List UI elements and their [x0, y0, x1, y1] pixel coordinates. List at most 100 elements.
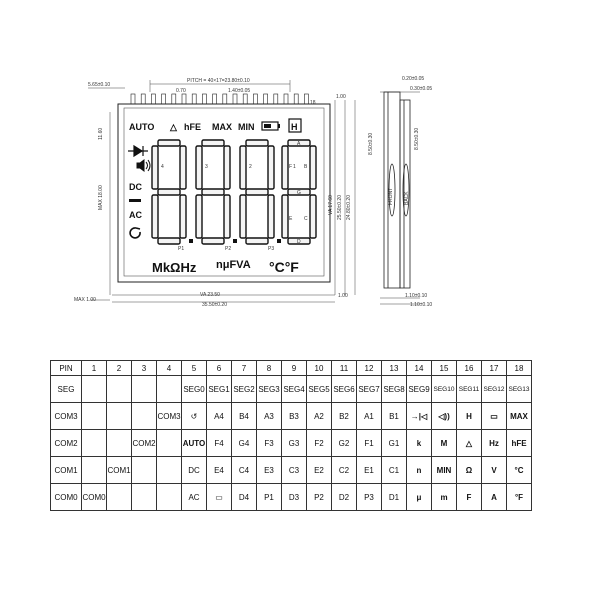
- lcd-pin: [161, 93, 166, 105]
- table-cell: [81, 456, 107, 484]
- digit-segment: [201, 139, 225, 147]
- table-cell: ↺: [181, 402, 207, 430]
- table-cell: Hz: [481, 429, 507, 457]
- table-cell: P2: [306, 483, 332, 511]
- table-cell: P1: [256, 483, 282, 511]
- lcd-pin: [130, 93, 136, 105]
- dim-thickness-b: 0.30±0.05: [410, 86, 432, 92]
- table-header-cell: 3: [131, 360, 157, 376]
- digit-segment: [179, 194, 187, 239]
- table-row-header: SEG: [50, 375, 82, 403]
- digit-segment: [267, 145, 275, 190]
- decimal-point: [233, 239, 237, 243]
- table-cell: COM3: [156, 402, 182, 430]
- table-cell: [131, 402, 157, 430]
- table-row-header: COM0: [50, 483, 82, 511]
- digit-number: 4: [161, 164, 164, 170]
- table-header-cell: 8: [256, 360, 282, 376]
- digit-segment: [309, 145, 317, 190]
- table-cell: [131, 483, 157, 511]
- table-cell: °F: [506, 483, 532, 511]
- digit-segment: [245, 139, 269, 147]
- table-cell: C1: [381, 456, 407, 484]
- lcd-pin: [171, 93, 177, 105]
- table-cell: SEG1: [206, 375, 232, 403]
- table-cell: [156, 375, 182, 403]
- lcd-pin: [202, 93, 207, 105]
- hold-icon: H: [288, 118, 302, 133]
- buzzer-icon: [136, 159, 151, 172]
- table-cell: F3: [256, 429, 282, 457]
- dim-total-width: 35.50±0.20: [202, 302, 227, 308]
- segment-letter: A: [297, 141, 301, 147]
- table-header-cell: 10: [306, 360, 332, 376]
- decimal-point: [189, 239, 193, 243]
- delta-annunciator: △: [169, 122, 178, 132]
- table-cell: B1: [381, 402, 407, 430]
- digit-number: 2: [249, 164, 252, 170]
- dimension-lines: [88, 80, 420, 305]
- table-cell: M: [431, 429, 457, 457]
- dim-top-left: 5.65±0.10: [88, 82, 110, 88]
- table-cell: [131, 456, 157, 484]
- table-header-cell: 2: [106, 360, 132, 376]
- decimal-p1-label: P1: [178, 246, 184, 252]
- table-cell: G1: [381, 429, 407, 457]
- lcd-pin: [140, 93, 146, 105]
- battery-icon: [261, 121, 280, 131]
- digit-segment: [287, 139, 311, 147]
- table-header-cell: 1: [81, 360, 107, 376]
- side-view: [383, 91, 411, 289]
- digit-segment: [287, 188, 311, 196]
- table-cell: MIN: [431, 456, 457, 484]
- label-back: BACK: [404, 191, 410, 205]
- table-cell: A3: [256, 402, 282, 430]
- dim-side-b: 8.50±0.30: [414, 128, 420, 150]
- table-cell: F: [456, 483, 482, 511]
- table-cell: SEG12: [481, 375, 507, 403]
- digit-segment: [309, 194, 317, 239]
- table-cell: SEG6: [331, 375, 357, 403]
- digit-segment: [267, 194, 275, 239]
- minus-sign: [129, 199, 141, 202]
- table-row-header: COM2: [50, 429, 82, 457]
- digit-segment: [151, 145, 159, 190]
- table-cell: E3: [256, 456, 282, 484]
- dim-left-a: 11.60: [98, 128, 104, 140]
- table-header-cell: 14: [406, 360, 432, 376]
- table-cell: E2: [306, 456, 332, 484]
- lcd-pin: [222, 93, 228, 105]
- table-header-cell: 7: [231, 360, 257, 376]
- digit-segment: [245, 237, 269, 245]
- table-cell: m: [431, 483, 457, 511]
- table-header-cell: 13: [381, 360, 407, 376]
- table-cell: hFE: [506, 429, 532, 457]
- table-cell: A1: [356, 402, 382, 430]
- digit-segment: [151, 194, 159, 239]
- table-cell: [81, 375, 107, 403]
- table-cell: △: [456, 429, 482, 457]
- dim-pin-pitch: 1.40±0.05: [228, 88, 250, 94]
- lcd-pin: [253, 93, 258, 105]
- digit-segment: [157, 188, 181, 196]
- table-cell: [106, 483, 132, 511]
- segment-letter: C: [304, 216, 308, 222]
- digit-segment: [201, 188, 225, 196]
- dim-thickness-a: 0.20±0.05: [402, 76, 424, 82]
- table-cell: SEG7: [356, 375, 382, 403]
- table-cell: MAX: [506, 402, 532, 430]
- digit-segment: [179, 145, 187, 190]
- table-cell: ◁)): [431, 402, 457, 430]
- dim-vh-a: 25.50±0.20: [337, 195, 343, 220]
- lcd-pin: [293, 93, 299, 105]
- segment-letter: G: [297, 190, 301, 196]
- table-cell: [156, 429, 182, 457]
- lcd-pin: [232, 93, 238, 105]
- segment-letter: 1: [293, 164, 296, 170]
